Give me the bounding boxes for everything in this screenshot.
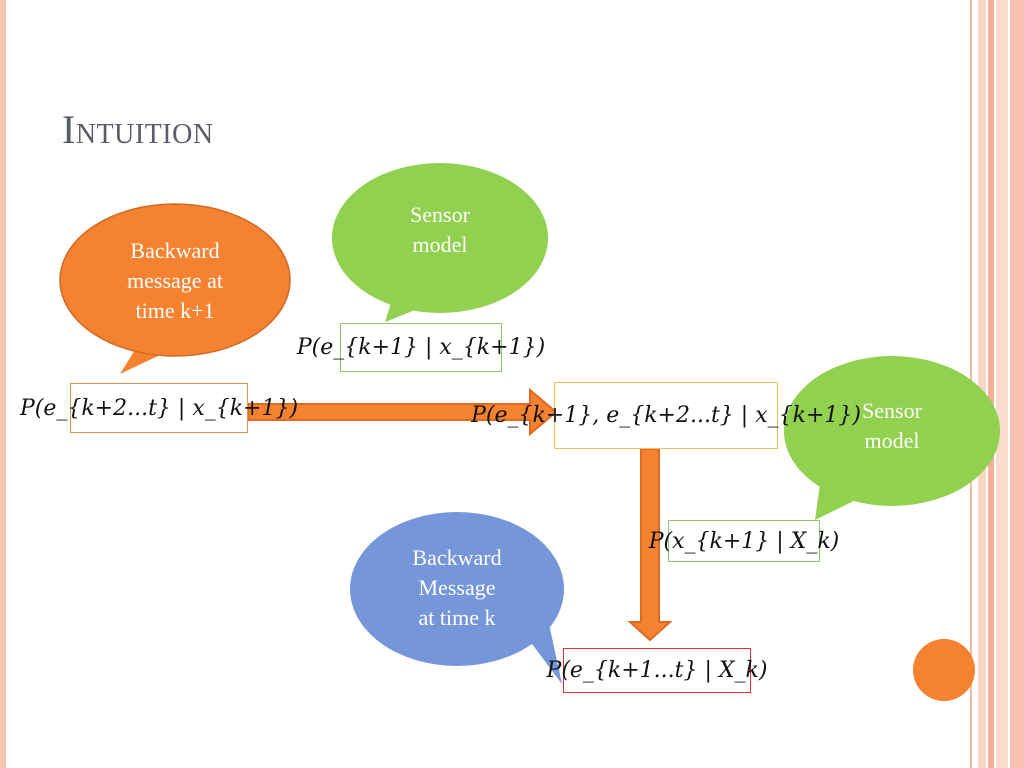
- formula-backward-k: P(e_{k+1...t} | X_k): [547, 648, 767, 693]
- formula-backward-k1: P(e_{k+2...t} | x_{k+1}): [20, 383, 298, 433]
- slide-title: Intuition: [62, 107, 214, 152]
- formula-sensor-top-text: P(e_{k+1} | x_{k+1}): [296, 335, 546, 360]
- formula-sensor-top: P(e_{k+1} | x_{k+1}): [297, 323, 545, 372]
- formula-transition-text: P(x_{k+1} | X_k): [648, 528, 840, 554]
- bubble-backward-k-label: Backward Message at time k: [412, 545, 502, 630]
- formula-combined: P(e_{k+1}, e_{k+2...t} | x_{k+1}): [471, 382, 861, 449]
- formula-transition: P(x_{k+1} | X_k): [649, 520, 839, 562]
- bubble-sensor-right-label: Sensor model: [862, 398, 922, 453]
- bubble-sensor-top-label: Sensor model: [410, 202, 470, 257]
- orange-circle-icon: [913, 639, 975, 701]
- arrow-down: [627, 448, 673, 642]
- formula-backward-k1-text: P(e_{k+2...t} | x_{k+1}): [19, 395, 299, 421]
- arrow-right: [247, 387, 558, 437]
- bubble-backward-k1-label: Backward message at time k+1: [127, 238, 223, 323]
- formula-backward-k-text: P(e_{k+1...t} | X_k): [546, 658, 768, 683]
- formula-combined-text: P(e_{k+1}, e_{k+2...t} | x_{k+1}): [471, 403, 861, 428]
